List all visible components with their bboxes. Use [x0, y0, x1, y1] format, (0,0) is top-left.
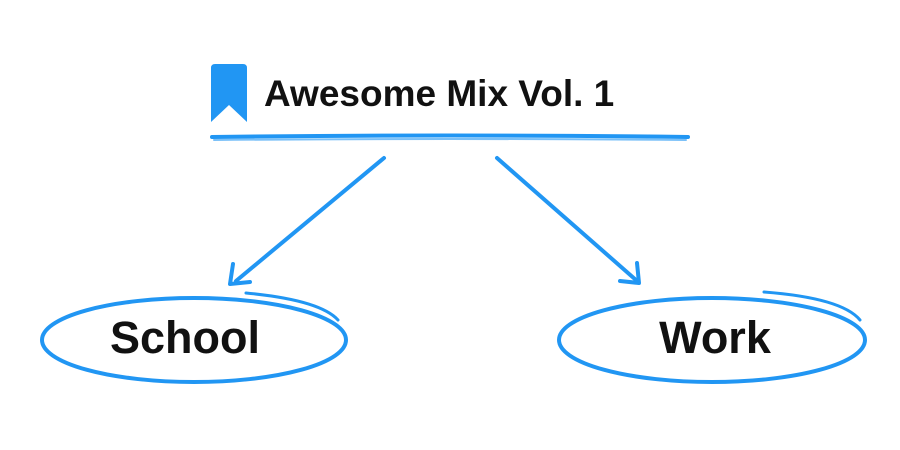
diagram-title: Awesome Mix Vol. 1 — [264, 73, 615, 114]
title-underline — [210, 133, 690, 139]
bookmark-icon — [211, 64, 247, 122]
school-ellipse — [40, 291, 348, 384]
node-label-school: School — [109, 312, 260, 363]
node-label-work: Work — [659, 312, 771, 363]
arrow-to-school — [228, 156, 386, 286]
title-underline-stroke-2 — [213, 138, 687, 141]
arrow-to-work — [495, 156, 641, 285]
work-ellipse — [557, 290, 867, 384]
